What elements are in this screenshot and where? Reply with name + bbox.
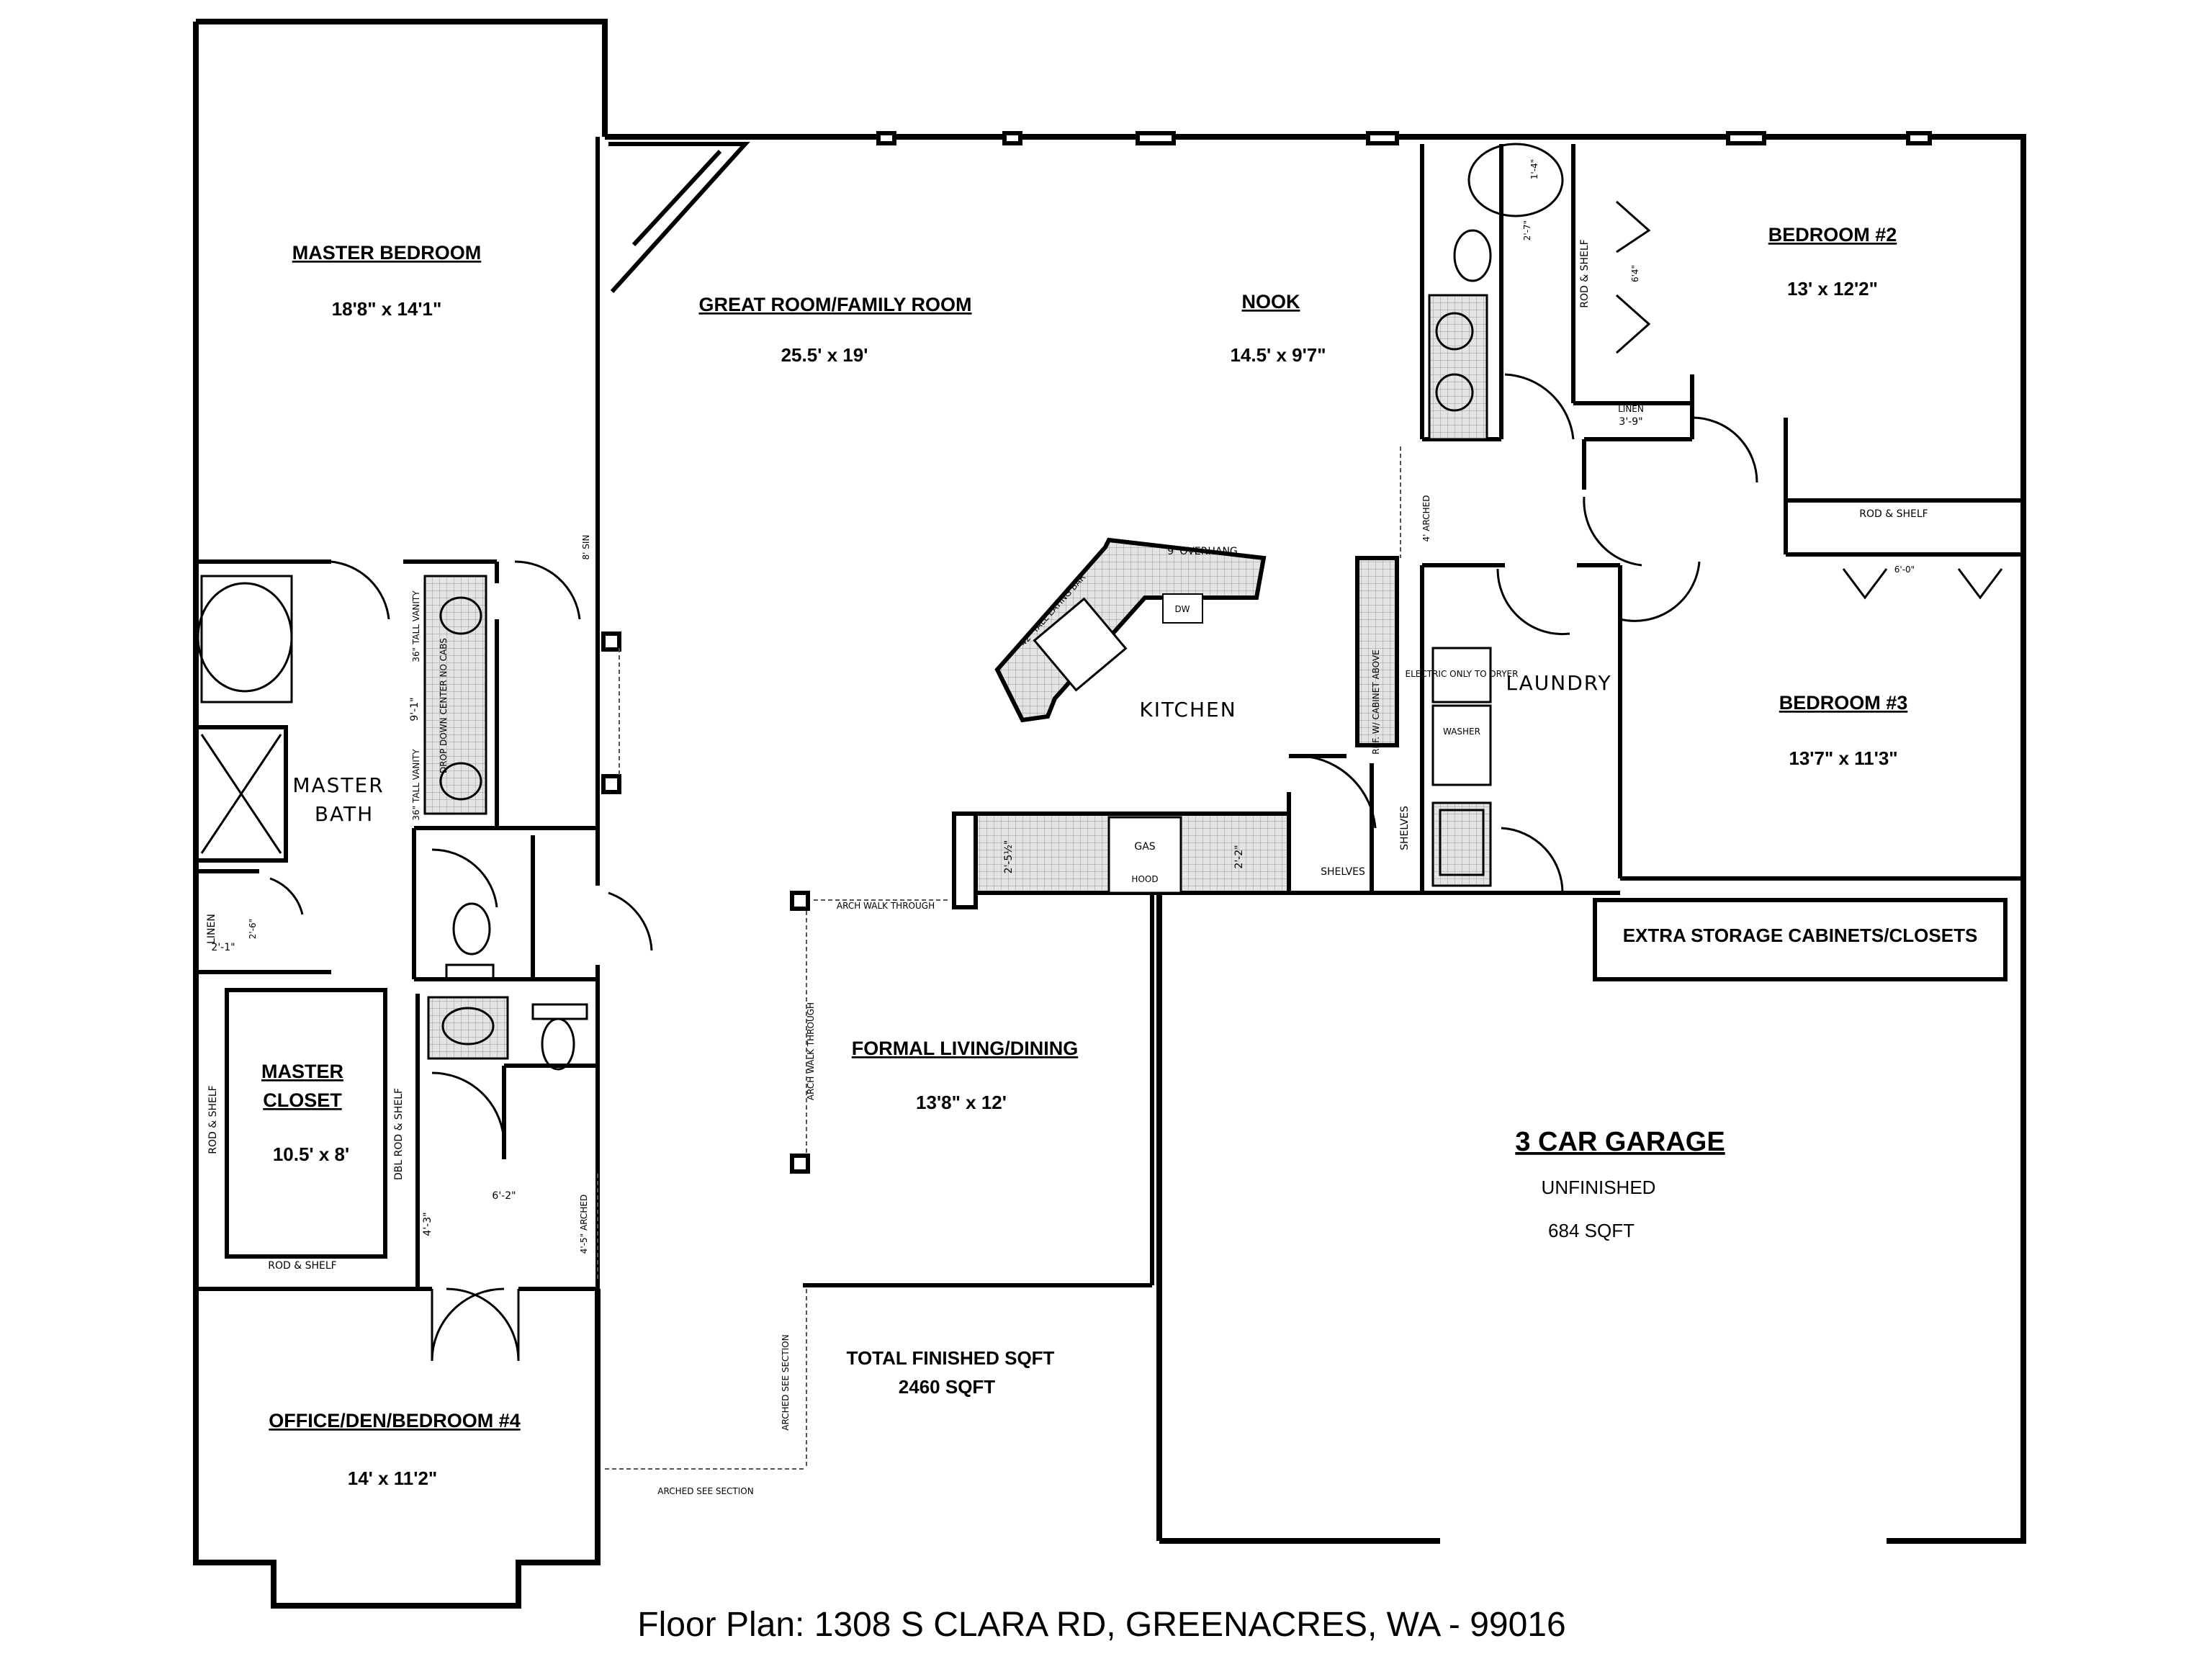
rod-shelf-closet-bottom: ROD & SHELF — [268, 1260, 336, 1272]
bedroom2-dims: 13' x 12'2" — [1787, 278, 1878, 300]
laundry-name: LAUNDRY — [1506, 671, 1611, 695]
master-bedroom-dims: 18'8" x 14'1" — [332, 298, 442, 320]
vanity-tall-bottom: 36" TALL VANITY — [411, 749, 421, 821]
dbl-rod-shelf: DBL ROD & SHELF — [393, 1088, 405, 1180]
great-room-dims: 25.5' x 19' — [781, 344, 868, 366]
bedroom3-dims: 13'7" x 11'3" — [1789, 747, 1897, 769]
fixtures — [197, 143, 1564, 1071]
room-labels: MASTER BEDROOM 18'8" x 14'1" GREAT ROOM/… — [261, 224, 1907, 1489]
hood-label: HOOD — [1131, 874, 1158, 884]
master-bedroom-name: MASTER BEDROOM — [292, 242, 482, 264]
bed3-closet-dim: 6'-0" — [1894, 565, 1915, 575]
bedroom2-name: BEDROOM #2 — [1768, 224, 1897, 246]
door-swings — [269, 200, 2003, 1362]
linen-dim-2: 2'-6" — [248, 919, 258, 939]
bath2-dim: 2'-7" — [1522, 220, 1532, 240]
arched-see-section: ARCHED SEE SECTION — [781, 1334, 791, 1430]
arch-walk-horizontal: ARCH WALK THROUGH — [837, 901, 935, 911]
garage-labels: 3 CAR GARAGE UNFINISHED 684 SQFT — [1515, 1127, 1725, 1241]
overhang-label: 9' OVERHANG — [1167, 546, 1238, 557]
arched-4: 4' ARCHED — [1421, 495, 1431, 542]
office-dims: 14' x 11'2" — [348, 1467, 437, 1489]
master-bath-line1: MASTER — [292, 773, 384, 797]
storage-box — [1593, 898, 2008, 981]
dw-label: DW — [1174, 604, 1190, 614]
fireplace — [608, 142, 750, 294]
exterior-walls — [193, 19, 2026, 1609]
storage-label: EXTRA STORAGE CABINETS/CLOSETS — [1623, 925, 1978, 946]
closet-width: 6'-2" — [492, 1190, 516, 1202]
master-closet-dims: 10.5' x 8' — [273, 1143, 349, 1165]
bed2-linen-dim: 3'-9" — [1619, 416, 1642, 428]
shelves-pantry: SHELVES — [1321, 866, 1365, 878]
kitchen-counters — [952, 556, 1399, 909]
bedroom3-name: BEDROOM #3 — [1779, 692, 1908, 714]
vanity-tall-top: 36" TALL VANITY — [411, 590, 421, 662]
columns — [601, 131, 1932, 1174]
arched-see-section-bottom: ARCHED SEE SECTION — [657, 1486, 753, 1496]
dryer-label: ELECTRIC ONLY TO DRYER — [1406, 669, 1519, 679]
dim-2-5: 2'-5½" — [1003, 840, 1015, 874]
drop-down-label: DROP DOWN CENTER NO CABS — [439, 638, 449, 773]
rod-shelf-closet-left: ROD & SHELF — [207, 1085, 219, 1154]
office-name: OFFICE/DEN/BEDROOM #4 — [269, 1410, 521, 1431]
shelves-laundry: SHELVES — [1399, 806, 1411, 850]
total-line2: 2460 SQFT — [899, 1376, 996, 1398]
garage-name: 3 CAR GARAGE — [1515, 1127, 1725, 1157]
master-closet-line1: MASTER — [261, 1061, 343, 1082]
kitchen-name: KITCHEN — [1139, 698, 1236, 721]
fridge-label: REF. W/ CABINET ABOVE — [1371, 649, 1381, 755]
closet-depth: 4'-3" — [422, 1212, 433, 1236]
arch-walk-vertical: ARCH WALK THROUGH — [806, 1002, 816, 1100]
linen-dim-1: 2'-1" — [211, 942, 235, 953]
gas-label: GAS — [1134, 841, 1155, 853]
dim-2-2: 2'-2" — [1233, 845, 1245, 868]
interior-walls — [194, 137, 2023, 1291]
total-line1: TOTAL FINISHED SQFT — [847, 1347, 1055, 1369]
nook-dims: 14.5' x 9'7" — [1230, 344, 1326, 366]
nook-name: NOOK — [1242, 291, 1301, 313]
bath2-dim2: 1'-4" — [1529, 159, 1539, 179]
kitchen-island — [994, 537, 1267, 723]
master-bath-line2: BATH — [315, 802, 374, 826]
arched-45: 4'-5" ARCHED — [579, 1195, 589, 1254]
great-room-name: GREAT ROOM/FAMILY ROOM — [698, 294, 971, 315]
formal-living-name: FORMAL LIVING/DINING — [852, 1038, 1079, 1059]
rod-shelf-bed2: ROD & SHELF — [1579, 239, 1591, 307]
arch-lines — [597, 446, 1401, 1470]
garage-status: UNFINISHED — [1542, 1177, 1656, 1198]
formal-living-dims: 13'8" x 12' — [916, 1092, 1007, 1113]
garage-area: 684 SQFT — [1548, 1220, 1635, 1241]
sink-label: 8' SIN — [581, 535, 591, 560]
linen-bed2: LINEN — [1618, 404, 1644, 414]
total-sqft: TOTAL FINISHED SQFT 2460 SQFT — [847, 1347, 1055, 1398]
master-closet-line2: CLOSET — [263, 1089, 342, 1111]
rod-shelf-bed3: ROD & SHELF — [1859, 508, 1928, 520]
floor-plan-caption: Floor Plan: 1308 S CLARA RD, GREENACRES,… — [637, 1606, 1565, 1644]
bath-dim: 9'-1" — [409, 697, 421, 721]
linen-master: LINEN — [206, 914, 217, 944]
bed2-closet-dim: 6'4" — [1630, 265, 1640, 282]
washer-label: WASHER — [1443, 727, 1480, 737]
